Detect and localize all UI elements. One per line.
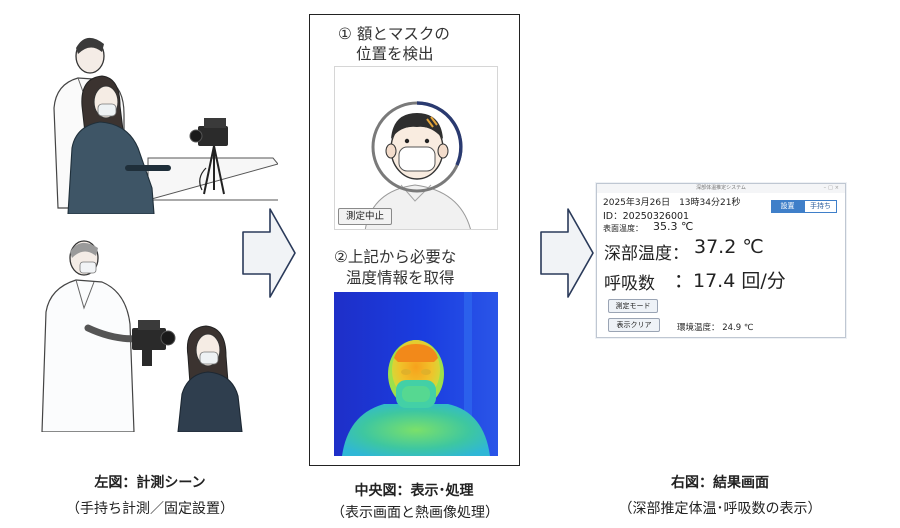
- face-mask-shape: [398, 146, 436, 172]
- fixed-scene-drawing: [53, 37, 278, 214]
- measurement-datetime: 2025年3月26日 13時34分21秒: [603, 198, 741, 208]
- arrow-center-to-right: [540, 208, 594, 298]
- left-caption-subtitle: （手持ち計測／固定設置）: [66, 501, 234, 517]
- center-caption-subtitle: （表示画面と熱画像処理）: [331, 505, 499, 521]
- hair-shape: [391, 113, 443, 139]
- thermal-image-drawing: [334, 292, 498, 456]
- thermal-image-view: [334, 292, 498, 456]
- step2-title-line2: 温度情報を取得: [346, 269, 455, 287]
- step2-title-line1: ②上記から必要な: [334, 248, 457, 266]
- thermal-body-region: [342, 404, 490, 456]
- result-window: 深部体温推定システム –□× 2025年3月26日 13時34分21秒 ID：2…: [596, 183, 846, 338]
- surface-temp-value: 35.3 ℃: [653, 220, 694, 233]
- step1-title-line2: 位置を検出: [356, 45, 434, 63]
- seated-woman-figure: [67, 75, 171, 214]
- ambient-temp-readout: 環境温度： 24.9 ℃: [677, 323, 754, 333]
- left-caption-title: 左図：計測シーン: [94, 475, 206, 491]
- handheld-thermal-camera: [132, 320, 176, 366]
- arrow-left-to-center: [242, 208, 296, 298]
- respiration-value: ：17.4 回/分: [674, 270, 786, 292]
- right-caption-title: 右図：結果画面: [671, 475, 769, 491]
- thermal-camera-on-tripod: [189, 118, 228, 195]
- deep-temp-label: 深部温度：: [604, 244, 689, 264]
- center-caption-title: 中央図：表示･処理: [354, 483, 474, 499]
- result-window-title: 深部体温推定システム: [696, 185, 746, 191]
- window-controls-icon[interactable]: –□×: [823, 185, 841, 191]
- measurement-mode-button[interactable]: 測定モード: [608, 299, 658, 313]
- mode-toggle-handheld[interactable]: 手持ち: [804, 200, 837, 213]
- mode-toggle-fixed[interactable]: 設置: [771, 200, 804, 213]
- handheld-scene-drawing: [41, 240, 243, 432]
- doctor-figure: [41, 240, 150, 432]
- respiration-label: 呼吸数: [604, 274, 655, 294]
- right-caption-subtitle: （深部推定体温･呼吸数の表示）: [618, 501, 822, 517]
- surface-temp-label: 表面温度：: [603, 224, 643, 233]
- deep-temp-value: 37.2 ℃: [694, 236, 764, 258]
- fixed-installation-illustration: [28, 18, 278, 214]
- detection-progress-arc: [416, 101, 463, 166]
- thermal-forehead-region: [394, 344, 438, 362]
- face-detection-view: [334, 66, 498, 230]
- stop-measurement-button[interactable]: 測定中止: [338, 208, 392, 225]
- measured-woman-figure: [177, 325, 243, 432]
- clear-display-button[interactable]: 表示クリア: [608, 318, 660, 332]
- face-detection-drawing: [364, 101, 471, 229]
- handheld-measurement-illustration: [28, 232, 268, 432]
- measurement-id: ID：20250326001: [603, 211, 690, 222]
- step1-title-line1: ① 額とマスクの: [338, 25, 450, 43]
- result-window-titlebar: 深部体温推定システム –□×: [597, 184, 845, 193]
